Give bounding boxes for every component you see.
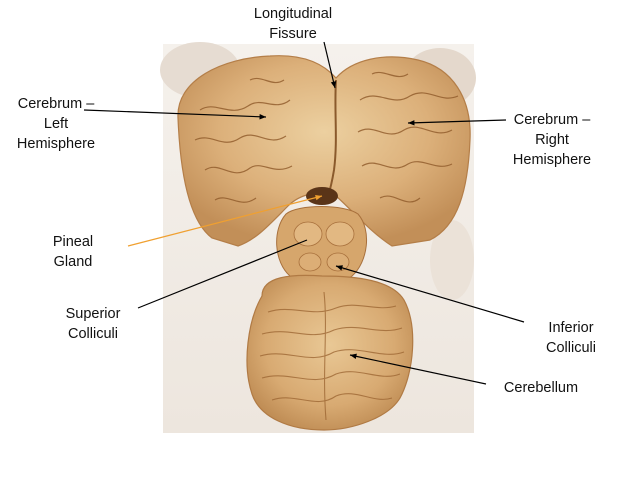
cerebellum-folia: [259, 291, 405, 421]
label-longitudinal-fissure: Longitudinal Fissure: [253, 6, 333, 42]
label-cerebrum-right: Cerebrum – Right Hemisphere: [512, 112, 592, 168]
leader-cerebrum-left-arrowhead: [259, 114, 266, 120]
cerebrum-sulci: [194, 71, 459, 203]
label-cerebrum-left: Cerebrum – Left Hemisphere: [16, 96, 96, 152]
leader-cerebellum: [349, 354, 487, 385]
leader-superior-colliculi: [137, 239, 308, 309]
label-cerebellum: Cerebellum: [503, 380, 579, 396]
leader-inferior-colliculi: [335, 265, 525, 323]
leader-cerebrum-right: [407, 119, 507, 124]
leader-cerebrum-left: [83, 109, 267, 118]
leader-cerebellum-arrowhead: [350, 353, 357, 360]
cerebellum-shape: [246, 274, 414, 431]
leader-longitudinal-fissure: [323, 41, 336, 89]
label-pineal-gland: Pineal Gland: [52, 234, 94, 270]
leader-cerebrum-right-arrowhead: [408, 120, 415, 126]
label-inferior-colliculi: Inferior Colliculi: [546, 320, 596, 356]
leader-inferior-colliculi-arrowhead: [336, 265, 343, 271]
leader-pineal-gland-arrowhead: [315, 194, 322, 201]
label-superior-colliculi: Superior Colliculi: [65, 306, 121, 342]
leader-pineal-gland: [127, 195, 323, 247]
leader-longitudinal-fissure-arrowhead: [330, 81, 337, 88]
